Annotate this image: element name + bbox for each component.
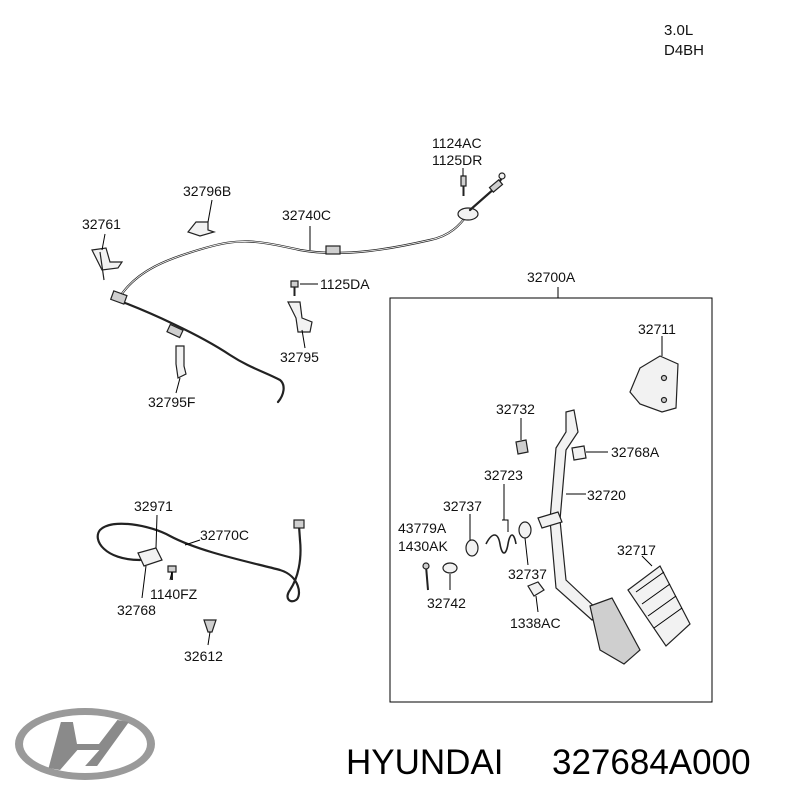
label-32737-lower: 32737 — [508, 566, 547, 582]
cable-end-fitting — [457, 207, 479, 221]
label-32768: 32768 — [117, 602, 156, 618]
label-1125da: 1125DA — [320, 276, 370, 292]
label-32796b: 32796B — [183, 183, 231, 199]
hyundai-logo-icon — [15, 708, 155, 780]
label-32711: 32711 — [638, 321, 676, 337]
engine-displacement: 3.0L — [664, 22, 693, 39]
kickdown-cable-group — [96, 514, 305, 646]
label-1140fz: 1140FZ — [150, 586, 198, 602]
kickdown-cable — [96, 522, 302, 603]
label-32612: 32612 — [184, 648, 223, 664]
pedal-assembly-parts — [422, 336, 691, 665]
bracket-32795 — [287, 301, 313, 333]
label-32700a: 32700A — [527, 269, 576, 285]
label-32717: 32717 — [617, 542, 656, 558]
label-32723: 32723 — [484, 467, 523, 483]
label-1338ac: 1338AC — [510, 615, 561, 631]
label-32770c: 32770C — [200, 527, 249, 543]
label-1124ac: 1124AC — [432, 135, 482, 151]
label-32761: 32761 — [82, 216, 121, 232]
label-32768a: 32768A — [611, 444, 660, 460]
label-1125dr: 1125DR — [432, 152, 482, 168]
bracket-32795f — [175, 345, 187, 379]
label-32795: 32795 — [280, 349, 319, 365]
label-1430ak: 1430AK — [398, 538, 448, 554]
fitting-32971 — [137, 547, 163, 567]
washer-32737-b — [518, 521, 532, 539]
cable-end-32770c — [293, 519, 305, 529]
brand-name: HYUNDAI — [346, 743, 504, 782]
pedal-assembly-box — [389, 297, 713, 703]
label-32971: 32971 — [134, 498, 173, 514]
nut-1338ac — [527, 581, 545, 597]
pedal-spring — [485, 534, 517, 554]
label-32740c: 32740C — [282, 207, 331, 223]
accelerator-cable-group — [91, 168, 506, 404]
pedal-bracket-32711 — [629, 355, 679, 413]
washer-32742 — [442, 562, 458, 574]
bracket-32761 — [91, 247, 124, 271]
label-32795f: 32795F — [148, 394, 195, 410]
bushing-32732 — [515, 439, 529, 455]
washer-32737-a — [465, 539, 479, 557]
pedal-pad — [589, 597, 641, 665]
pedal-rubber-32717 — [627, 565, 691, 647]
clip-32612 — [203, 619, 217, 633]
label-32720: 32720 — [587, 487, 626, 503]
bracket-32796b — [186, 221, 217, 237]
label-32737-upper: 32737 — [443, 498, 482, 514]
label-32742: 32742 — [427, 595, 466, 611]
accelerator-cable-lower — [110, 296, 285, 404]
part-number: 327684A000 — [552, 743, 751, 782]
label-32732: 32732 — [496, 401, 535, 417]
engine-code: D4BH — [664, 42, 704, 59]
label-43779a: 43779A — [398, 520, 447, 536]
